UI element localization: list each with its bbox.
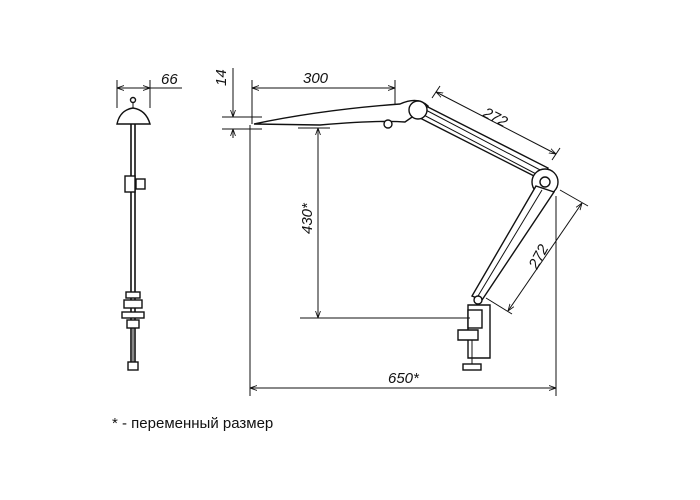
dim-shade-thickness: 14	[213, 69, 230, 86]
variable-dimension-note: * - переменный размер	[112, 415, 274, 432]
dim-shade-length: 300	[303, 70, 329, 87]
dim-reach: 650*	[388, 370, 420, 387]
dim-upper-arm: 272	[479, 104, 510, 131]
dim-height: 430*	[299, 202, 316, 234]
front-view: 14 300 272 272	[213, 68, 589, 396]
dim-side-width: 66	[161, 71, 178, 88]
side-view: 66	[116, 71, 182, 371]
dim-lower-arm: 272	[525, 241, 553, 273]
